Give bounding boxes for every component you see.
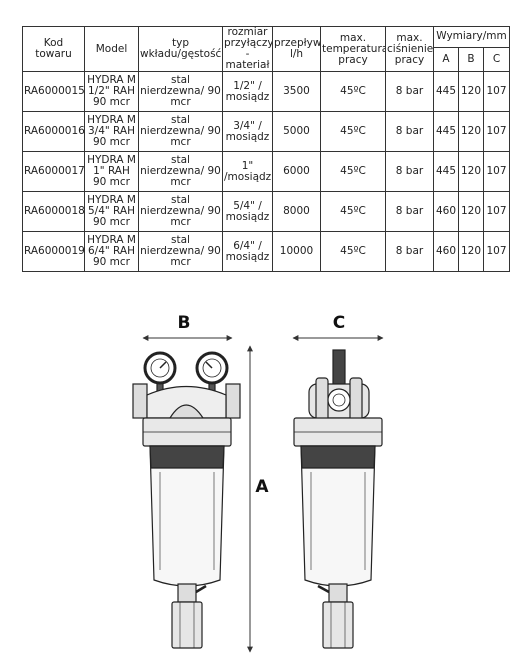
table-row: RA6000015 HYDRA M 1/2" RAH 90 mcr stal n… — [22, 71, 511, 112]
cell-flow: 8000 — [272, 191, 321, 232]
cell-flow: 6000 — [272, 151, 321, 192]
table-row: RA6000018 HYDRA M 5/4" RAH 90 mcr stal n… — [22, 191, 511, 232]
cell-dim-a: 445 — [433, 71, 459, 112]
cell-flow: 10000 — [272, 231, 321, 272]
cell-insert: stal nierdzewna/ 90 mcr — [138, 151, 223, 192]
cell-dim-a: 460 — [433, 231, 459, 272]
cell-code: RA6000016 — [22, 111, 85, 152]
dimension-a: A — [247, 345, 269, 653]
cell-code: RA6000017 — [22, 151, 85, 192]
cell-code: RA6000019 — [22, 231, 85, 272]
cell-dim-b: 120 — [458, 231, 484, 272]
cell-model: HYDRA M 1" RAH 90 mcr — [84, 151, 139, 192]
table-row: RA6000016 HYDRA M 3/4" RAH 90 mcr stal n… — [22, 111, 511, 152]
dimension-b: B — [142, 313, 233, 341]
header-connection: rozmiar przyłączy - materiał — [222, 26, 273, 72]
cell-connection: 6/4" / mosiądz — [222, 231, 273, 272]
cell-connection: 1/2" / mosiądz — [222, 71, 273, 112]
cell-dim-c: 107 — [482, 231, 511, 272]
cell-flow: 5000 — [272, 111, 321, 152]
cell-pressure: 8 bar — [385, 151, 434, 192]
header-dim-c: C — [482, 46, 511, 73]
header-pressure: max. ciśnienie pracy — [385, 26, 434, 72]
cell-temperature: 45ºC — [320, 151, 386, 192]
cell-dim-b: 120 — [458, 191, 484, 232]
header-model: Model — [84, 26, 139, 72]
cell-connection: 3/4" / mosiądz — [222, 111, 273, 152]
cell-dim-a: 445 — [433, 151, 459, 192]
header-dim-a: A — [433, 46, 459, 73]
header-dimensions: Wymiary/mm — [432, 26, 511, 48]
cell-pressure: 8 bar — [385, 111, 434, 152]
cell-connection: 1" /mosiądz — [222, 151, 273, 192]
filter-side-view — [293, 349, 383, 649]
cell-code: RA6000015 — [22, 71, 85, 112]
cell-model: HYDRA M 5/4" RAH 90 mcr — [84, 191, 139, 232]
filter-front-view — [132, 351, 241, 649]
cell-insert: stal nierdzewna/ 90 mcr — [138, 71, 223, 112]
cell-dim-a: 445 — [433, 111, 459, 152]
cell-temperature: 45ºC — [320, 71, 386, 112]
cell-dim-a: 460 — [433, 191, 459, 232]
label-c: C — [333, 313, 345, 333]
header-insert: typ wkładu/gęstość — [138, 26, 223, 72]
cell-pressure: 8 bar — [385, 231, 434, 272]
table-row: RA6000017 HYDRA M 1" RAH 90 mcr stal nie… — [22, 151, 511, 192]
cell-connection: 5/4" / mosiądz — [222, 191, 273, 232]
header-code: Kod towaru — [22, 26, 85, 72]
table-row: RA6000019 HYDRA M 6/4" RAH 90 mcr stal n… — [22, 231, 511, 272]
cell-insert: stal nierdzewna/ 90 mcr — [138, 191, 223, 232]
cell-pressure: 8 bar — [385, 191, 434, 232]
cell-code: RA6000018 — [22, 191, 85, 232]
label-a: A — [255, 477, 269, 497]
cell-insert: stal nierdzewna/ 90 mcr — [138, 111, 223, 152]
cell-dim-b: 120 — [458, 151, 484, 192]
header-temperature: max. temperatura pracy — [320, 26, 386, 72]
spec-table: Kod towaru Model typ wkładu/gęstość rozm… — [22, 26, 511, 272]
cell-temperature: 45ºC — [320, 191, 386, 232]
cell-dim-c: 107 — [482, 71, 511, 112]
cell-dim-b: 120 — [458, 111, 484, 152]
cell-model: HYDRA M 1/2" RAH 90 mcr — [84, 71, 139, 112]
cell-model: HYDRA M 6/4" RAH 90 mcr — [84, 231, 139, 272]
cell-dim-c: 107 — [482, 151, 511, 192]
filter-drawing: B C A — [132, 313, 384, 653]
cell-dim-c: 107 — [482, 191, 511, 232]
cell-model: HYDRA M 3/4" RAH 90 mcr — [84, 111, 139, 152]
label-b: B — [178, 313, 191, 333]
cell-temperature: 45ºC — [320, 231, 386, 272]
header-flow: przepływ l/h — [272, 26, 321, 72]
header-dim-b: B — [458, 46, 484, 73]
cell-dim-c: 107 — [482, 111, 511, 152]
dimension-c: C — [292, 313, 384, 341]
cell-dim-b: 120 — [458, 71, 484, 112]
cell-pressure: 8 bar — [385, 71, 434, 112]
cell-temperature: 45ºC — [320, 111, 386, 152]
cell-insert: stal nierdzewna/ 90 mcr — [138, 231, 223, 272]
cell-flow: 3500 — [272, 71, 321, 112]
